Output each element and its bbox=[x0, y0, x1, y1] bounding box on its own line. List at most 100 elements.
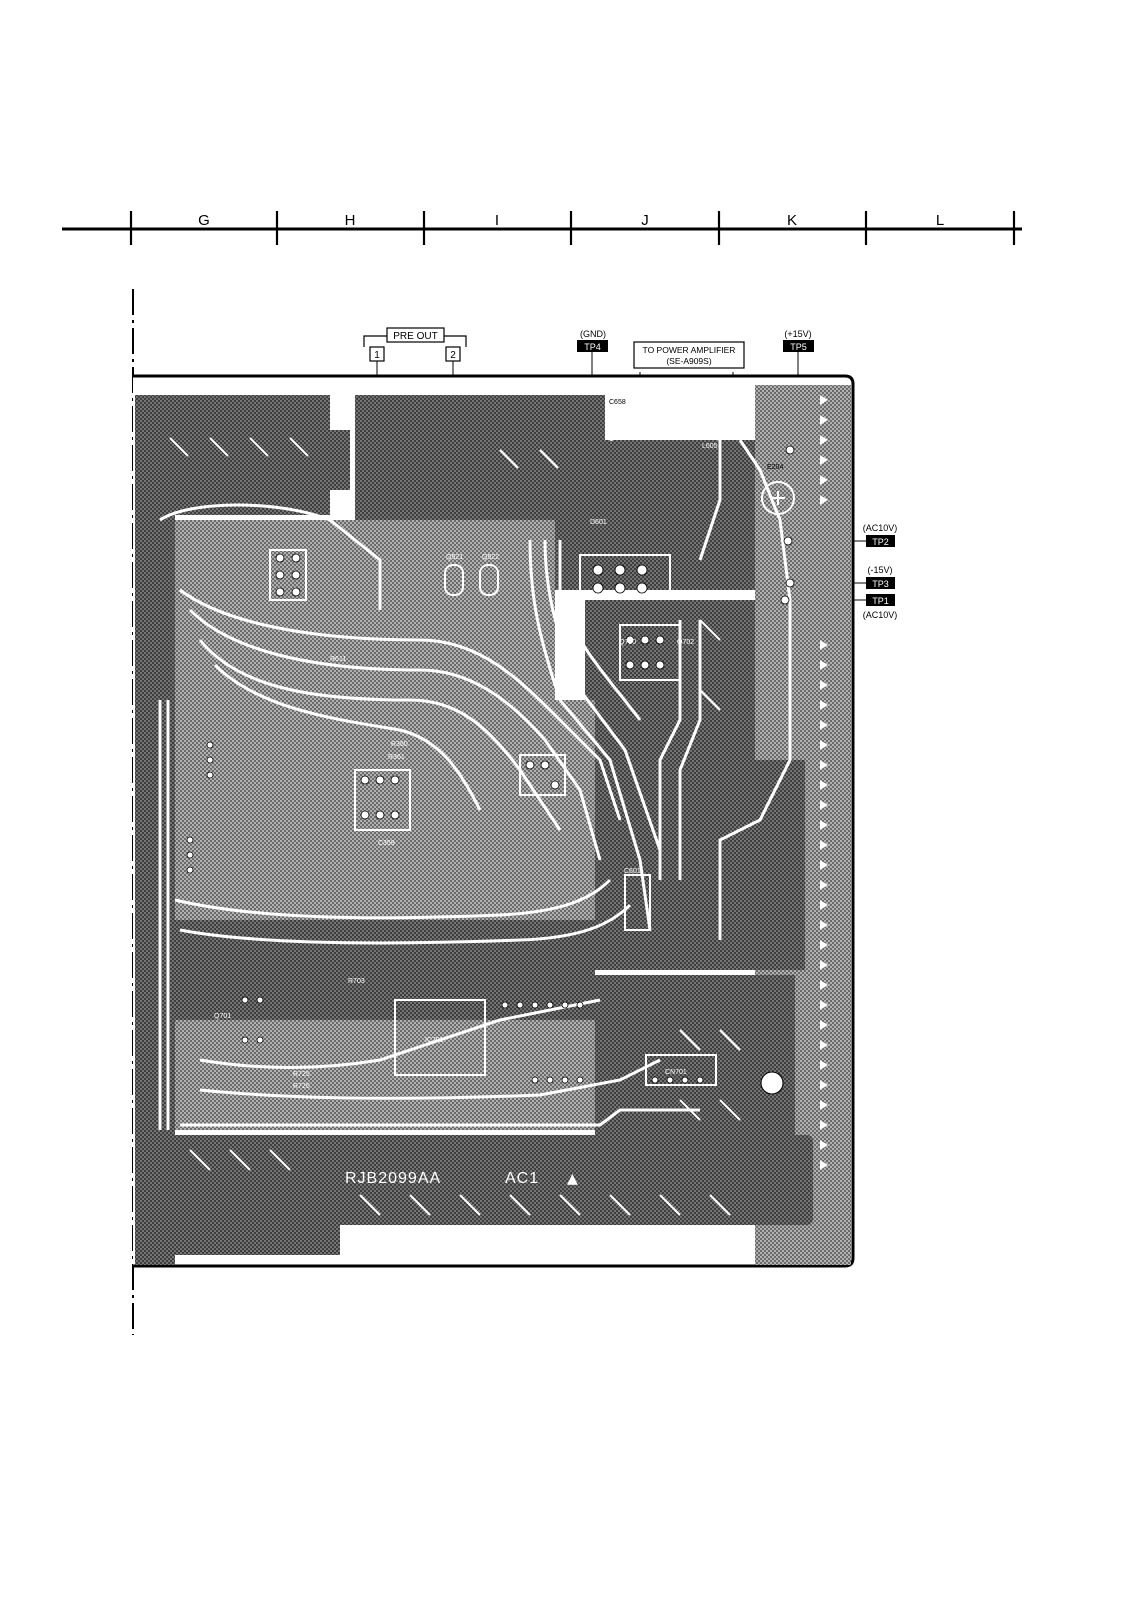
silk-d603: D603 bbox=[567, 598, 584, 605]
pad bbox=[546, 1076, 554, 1084]
tp2-tag: TP2 bbox=[872, 537, 889, 547]
hatch bbox=[679, 1099, 701, 1121]
grid-label-g: G bbox=[198, 212, 210, 229]
hatch bbox=[559, 1194, 581, 1216]
pad bbox=[375, 810, 385, 820]
c601-outline bbox=[624, 874, 651, 931]
e204-cross bbox=[771, 491, 785, 505]
trace bbox=[198, 639, 562, 831]
pad bbox=[275, 570, 285, 580]
power-amp-line1: TO POWER AMPLIFIER bbox=[643, 345, 736, 355]
pad bbox=[785, 578, 795, 588]
tp3-voltage-label: (-15V) bbox=[867, 565, 892, 575]
pcb-board: C658 L605 E204 D601 Q521 Q522 D603 Q710 … bbox=[133, 374, 855, 1268]
silk-c601: C601 bbox=[624, 868, 641, 875]
copper-pour bbox=[735, 760, 805, 970]
pad bbox=[625, 660, 635, 670]
hatch bbox=[169, 437, 189, 457]
silk-e204: E204 bbox=[767, 464, 783, 471]
hatch bbox=[459, 1194, 481, 1216]
trace bbox=[528, 539, 652, 931]
pre-out-box bbox=[386, 327, 445, 343]
hatch bbox=[609, 1194, 631, 1216]
q521-outline bbox=[444, 564, 464, 596]
pad bbox=[546, 1001, 554, 1009]
hatch bbox=[509, 1194, 531, 1216]
copper-pour bbox=[175, 700, 595, 920]
pad bbox=[390, 775, 400, 785]
hatch bbox=[709, 1194, 731, 1216]
board-marker-triangle: ▲ bbox=[567, 1171, 578, 1187]
pad bbox=[186, 866, 194, 874]
tp2-tag-box bbox=[866, 535, 895, 547]
hatch bbox=[539, 449, 559, 469]
pad bbox=[241, 1036, 249, 1044]
tp4-tag-box bbox=[577, 340, 608, 352]
hatch bbox=[269, 1149, 291, 1171]
hatch bbox=[699, 619, 721, 641]
pad bbox=[360, 810, 370, 820]
trace bbox=[199, 1058, 661, 1100]
trace bbox=[609, 423, 722, 561]
pad bbox=[525, 760, 535, 770]
silk-q710: Q710 bbox=[619, 639, 636, 646]
pad bbox=[501, 1001, 509, 1009]
hatch bbox=[699, 689, 721, 711]
pad bbox=[291, 587, 301, 597]
pad bbox=[531, 1076, 539, 1084]
tp5-tag: TP5 bbox=[790, 342, 807, 352]
pad bbox=[275, 587, 285, 597]
grid-label-k: K bbox=[787, 212, 797, 229]
pad bbox=[681, 1076, 689, 1084]
copper-pour bbox=[175, 1020, 595, 1130]
board-markings: RJB2099AA AC1 ▲ bbox=[345, 1170, 578, 1187]
copper-pour bbox=[330, 430, 350, 490]
cn701-outline bbox=[645, 1054, 717, 1086]
silk-r361: R361 bbox=[388, 754, 405, 761]
copper-pour bbox=[585, 600, 755, 860]
silk-r725: R725 bbox=[293, 1071, 310, 1078]
silk-r611: R611 bbox=[330, 656, 346, 663]
power-amp-line2: (SE-A909S) bbox=[666, 356, 712, 366]
pad bbox=[614, 582, 626, 594]
pre-out-bracket bbox=[363, 335, 467, 347]
pad bbox=[531, 1001, 539, 1009]
trace bbox=[199, 998, 601, 1069]
pad bbox=[592, 582, 604, 594]
hatch bbox=[679, 1029, 701, 1051]
pad bbox=[291, 553, 301, 563]
trace-gaps bbox=[158, 423, 792, 1130]
pad bbox=[655, 635, 665, 645]
pad bbox=[576, 1001, 584, 1009]
pad bbox=[696, 1076, 704, 1084]
plus15-voltage-label: (+15V) bbox=[784, 329, 811, 339]
mounting-hole bbox=[760, 1071, 784, 1095]
board-part-number: RJB2099AA bbox=[345, 1170, 441, 1187]
silkscreen-labels: C658 L605 E204 D601 Q521 Q522 D603 Q710 … bbox=[214, 399, 783, 1090]
power-amp-connector: TO POWER AMPLIFIER (SE-A909S) bbox=[633, 341, 745, 398]
board-code: AC1 bbox=[505, 1170, 539, 1187]
tp1-tag: TP1 bbox=[872, 596, 889, 606]
hatch bbox=[189, 1149, 211, 1171]
silk-cn701: CN701 bbox=[665, 1069, 687, 1076]
pad bbox=[561, 1076, 569, 1084]
pad bbox=[783, 536, 793, 546]
pad bbox=[206, 756, 214, 764]
pad bbox=[785, 445, 795, 455]
copper-pour bbox=[333, 1135, 813, 1225]
hatch bbox=[409, 1194, 431, 1216]
tp2-voltage-label: (AC10V) bbox=[863, 523, 898, 533]
q710-outline bbox=[619, 624, 681, 681]
trace bbox=[179, 903, 632, 945]
pad bbox=[561, 1001, 569, 1009]
hatch-marks bbox=[169, 437, 741, 1216]
copper-pour bbox=[595, 860, 755, 970]
silk-c658: C658 bbox=[609, 399, 626, 406]
trace bbox=[159, 503, 382, 610]
pads bbox=[186, 445, 795, 1084]
hatch bbox=[289, 437, 309, 457]
silk-q522: Q522 bbox=[482, 554, 499, 561]
copper-pour bbox=[555, 440, 755, 590]
hatch bbox=[209, 437, 229, 457]
